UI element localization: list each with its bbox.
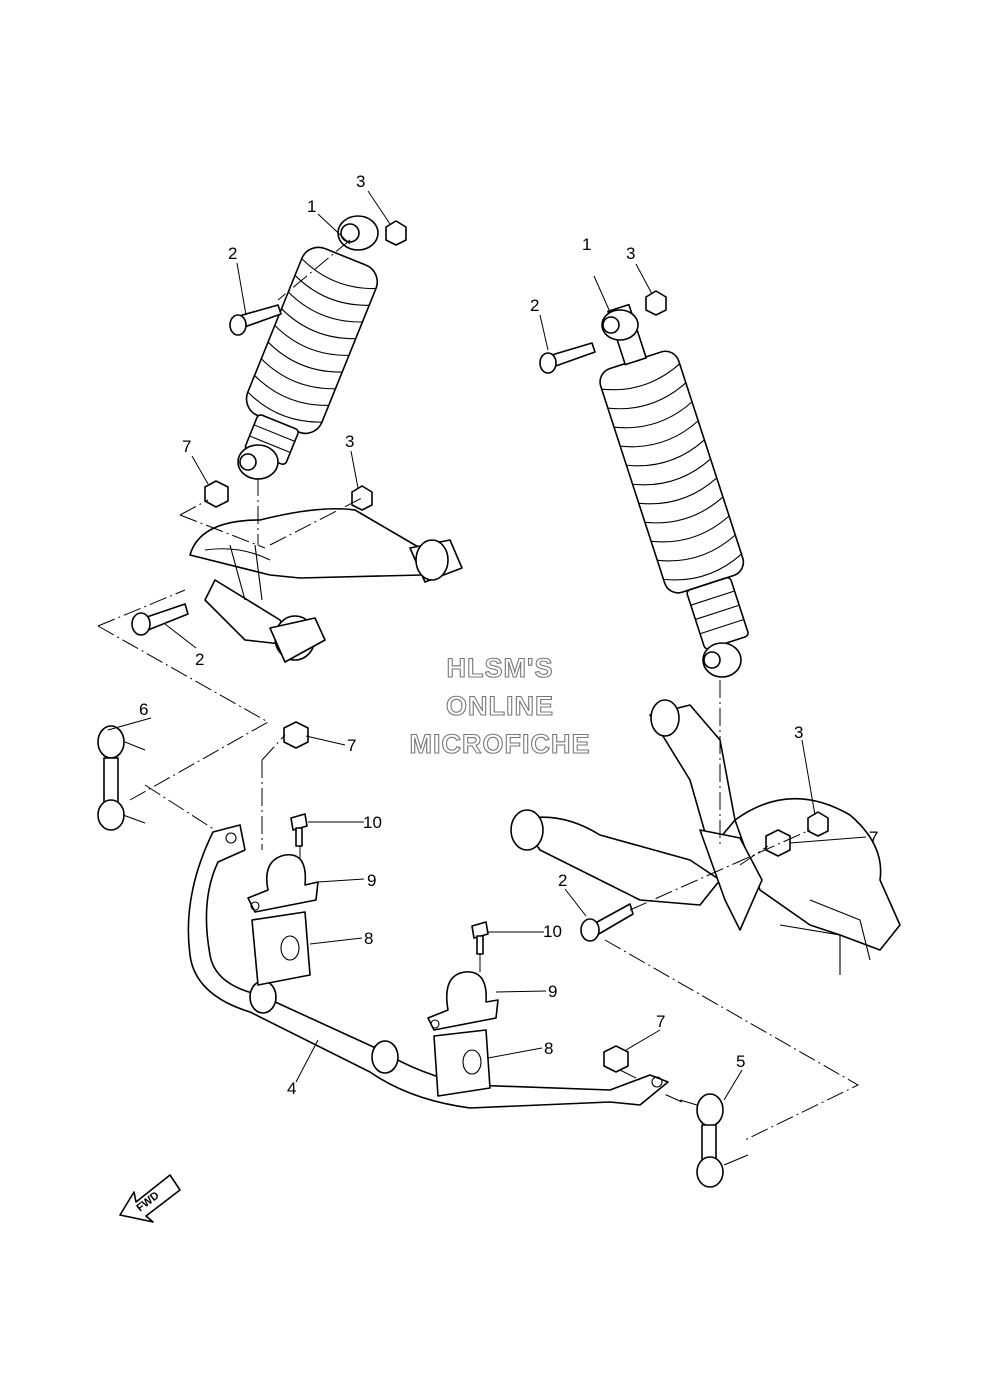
nut-7-c[interactable]: [765, 829, 791, 857]
callout-1-left: 1: [307, 197, 316, 216]
callout-labels: 1 3 2 1 3 2 7 3 2 6 7 10 9 8 3 7 2 10 9 …: [139, 172, 878, 1098]
callout-7-lower-right: 7: [656, 1012, 665, 1031]
fwd-arrow-icon: FWD: [119, 1174, 181, 1223]
bolt-2-top-left[interactable]: [229, 304, 282, 336]
callout-9-left: 9: [367, 871, 376, 890]
nut-3-d[interactable]: [807, 811, 829, 837]
nut-7-d[interactable]: [603, 1045, 629, 1073]
callout-3-top-left: 3: [356, 172, 365, 191]
callout-7-top-left: 7: [182, 437, 191, 456]
callout-3-right: 3: [794, 723, 803, 742]
bushing-8-left[interactable]: [251, 911, 311, 986]
callout-2-lower-left: 2: [195, 650, 204, 669]
bolt-10-left[interactable]: [290, 813, 308, 847]
callout-10-right: 10: [543, 922, 562, 941]
callout-7-mid-left: 7: [347, 736, 356, 755]
callout-3-top-right: 3: [626, 244, 635, 263]
watermark: HLSM'S ONLINE MICROFICHE: [409, 652, 591, 759]
stabilizer-link-5[interactable]: [679, 1093, 749, 1188]
callout-2-lower-right: 2: [558, 871, 567, 890]
bolt-2-lower-left[interactable]: [131, 603, 189, 636]
nut-7-a[interactable]: [204, 480, 229, 508]
shock-absorber-right[interactable]: [579, 295, 766, 678]
nut-3-a[interactable]: [385, 220, 407, 246]
watermark-line-3: MICROFICHE: [410, 729, 591, 759]
swing-arm-left: [189, 507, 463, 663]
callout-5: 5: [736, 1052, 745, 1071]
leader-lines: [107, 190, 867, 1101]
callout-8-right: 8: [544, 1039, 553, 1058]
callout-7-right: 7: [869, 828, 878, 847]
callout-8-left: 8: [364, 929, 373, 948]
bushing-8-right[interactable]: [433, 1029, 491, 1097]
callout-10-left: 10: [363, 813, 382, 832]
nut-3-c[interactable]: [351, 485, 373, 511]
shock-absorber-left[interactable]: [228, 215, 383, 480]
bracket-9-right[interactable]: [427, 971, 499, 1031]
watermark-line-2: ONLINE: [446, 691, 554, 721]
callout-2-top-right: 2: [530, 296, 539, 315]
stabilizer-link-6[interactable]: [97, 725, 146, 831]
nut-3-b[interactable]: [645, 290, 667, 316]
callout-9-right: 9: [548, 982, 557, 1001]
bracket-9-left[interactable]: [247, 854, 319, 913]
callout-1-right: 1: [582, 235, 591, 254]
nut-7-b[interactable]: [283, 721, 309, 749]
bolt-10-right[interactable]: [471, 921, 489, 955]
watermark-line-1: HLSM'S: [447, 653, 554, 683]
stabilizer-bar[interactable]: [187, 824, 669, 1109]
callout-4: 4: [287, 1079, 296, 1098]
callout-6: 6: [139, 700, 148, 719]
callout-3-mid-left: 3: [345, 432, 354, 451]
callout-2-top-left: 2: [228, 244, 237, 263]
assembly-lines: [97, 239, 860, 1141]
bolt-2-top-right[interactable]: [539, 342, 596, 374]
bolt-2-lower-right[interactable]: [580, 903, 634, 942]
